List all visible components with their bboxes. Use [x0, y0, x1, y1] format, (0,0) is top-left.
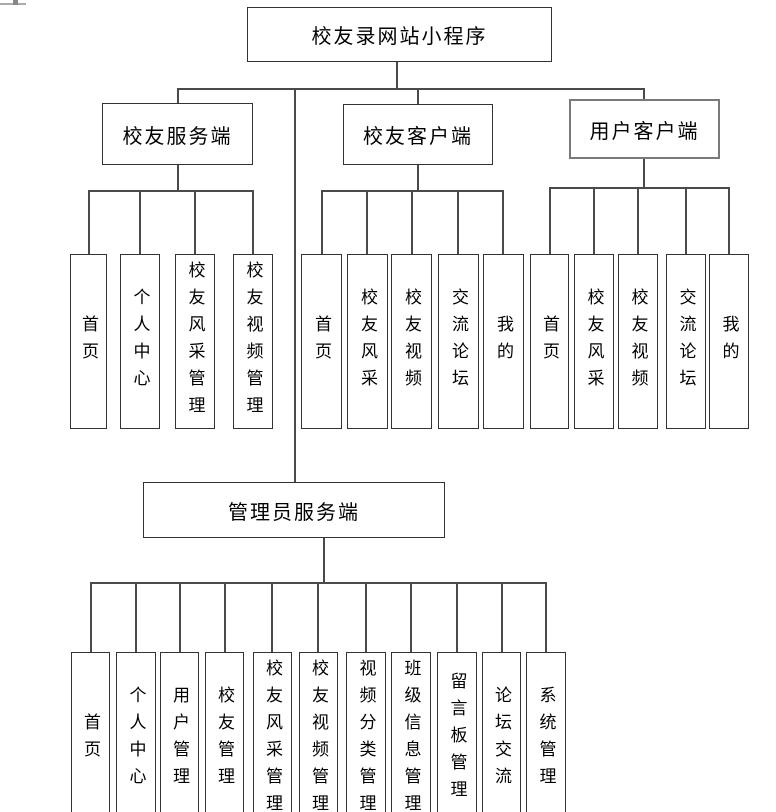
- leaf-label: 班级信息管理: [401, 658, 421, 812]
- leaf-label: 校友风采: [584, 287, 604, 396]
- leaf-label: 首页: [540, 314, 559, 369]
- connector-line: [417, 88, 419, 105]
- leaf-label: 校友视频管理: [309, 658, 328, 812]
- connector-line: [323, 538, 325, 582]
- node-admin-server-label: 管理员服务端: [228, 501, 360, 524]
- leaf-c-alumni-style: 校友风采: [574, 254, 614, 429]
- connector-line: [135, 582, 137, 652]
- connector-line: [411, 190, 413, 254]
- connector-line: [317, 582, 319, 652]
- connector-line: [366, 190, 368, 254]
- leaf-label: 交流论坛: [676, 287, 696, 396]
- leaf-label: 交流论坛: [449, 287, 468, 396]
- connector-line: [177, 88, 179, 104]
- leaf-label: 我的: [494, 314, 513, 369]
- connector-line: [643, 88, 645, 100]
- connector-line: [177, 165, 179, 190]
- leaf-label: 首页: [312, 314, 331, 369]
- connector-line: [88, 190, 254, 192]
- connector-line: [179, 582, 181, 652]
- node-user-client-label: 用户客户端: [589, 120, 700, 143]
- leaf-c-alumni-video: 校友视频: [618, 254, 658, 429]
- edge-artifact-square: [13, 0, 18, 5]
- leaf-c-home: 首页: [530, 254, 569, 429]
- connector-line: [549, 187, 730, 189]
- connector-line: [294, 88, 296, 483]
- leaf-b-alumni-video: 校友视频: [391, 254, 432, 429]
- leaf-admin-alumni-video-mgmt: 校友视频管理: [299, 652, 338, 812]
- connector-line: [410, 582, 412, 652]
- connector-line: [177, 88, 644, 90]
- connector-line: [194, 190, 196, 254]
- connector-line: [502, 190, 504, 254]
- node-alumni-client-label: 校友客户端: [363, 126, 473, 148]
- connector-line: [224, 582, 226, 652]
- leaf-b-forum: 交流论坛: [438, 254, 479, 429]
- leaf-label: 校友风采管理: [263, 658, 282, 812]
- node-alumni-client: 校友客户端: [343, 104, 493, 165]
- leaf-admin-personal-center: 个人中心: [116, 652, 156, 812]
- leaf-label: 校友视频: [402, 287, 421, 396]
- node-alumni-server: 校友服务端: [102, 103, 253, 165]
- leaf-a-alumni-style-mgmt: 校友风采管理: [175, 254, 215, 429]
- connector-line: [728, 187, 730, 254]
- leaf-b-alumni-style: 校友风采: [347, 254, 388, 429]
- leaf-label: 留言板管理: [447, 672, 467, 807]
- leaf-c-mine: 我的: [709, 254, 749, 429]
- leaf-a-alumni-video-mgmt: 校友视频管理: [233, 254, 273, 429]
- connector-line: [417, 165, 419, 190]
- leaf-label: 论坛交流: [492, 685, 511, 794]
- leaf-label: 校友视频: [628, 287, 648, 396]
- leaf-label: 视频分类管理: [356, 658, 376, 812]
- leaf-admin-home: 首页: [71, 652, 110, 812]
- connector-line: [549, 187, 551, 254]
- node-user-client: 用户客户端: [569, 99, 720, 159]
- leaf-label: 系统管理: [536, 685, 556, 794]
- leaf-b-home: 首页: [301, 254, 342, 429]
- connector-line: [637, 187, 639, 254]
- leaf-admin-video-category-mgmt: 视频分类管理: [346, 652, 386, 812]
- leaf-label: 首页: [81, 712, 100, 767]
- leaf-c-forum: 交流论坛: [666, 254, 706, 429]
- connector-line: [271, 582, 273, 652]
- node-alumni-server-label: 校友服务端: [122, 125, 233, 148]
- connector-line: [90, 582, 92, 652]
- leaf-label: 个人中心: [126, 685, 146, 794]
- connector-line: [593, 187, 595, 254]
- leaf-label: 我的: [719, 314, 739, 369]
- connector-line: [88, 190, 90, 254]
- connector-line: [457, 190, 459, 254]
- connector-line: [545, 582, 547, 652]
- leaf-admin-message-board-mgmt: 留言板管理: [437, 652, 477, 812]
- leaf-label: 个人中心: [130, 287, 150, 396]
- connector-line: [139, 190, 141, 254]
- leaf-a-home: 首页: [70, 254, 107, 429]
- leaf-admin-alumni-mgmt: 校友管理: [205, 652, 244, 812]
- leaf-a-personal-center: 个人中心: [120, 254, 160, 429]
- connector-line: [685, 187, 687, 254]
- connector-line: [365, 582, 367, 652]
- leaf-admin-class-info-mgmt: 班级信息管理: [391, 652, 431, 812]
- leaf-admin-forum-exchange: 论坛交流: [482, 652, 521, 812]
- node-root: 校友录网站小程序: [247, 7, 552, 62]
- node-admin-server: 管理员服务端: [143, 482, 445, 538]
- leaf-admin-user-mgmt: 用户管理: [160, 652, 199, 812]
- leaf-label: 校友风采管理: [185, 260, 205, 423]
- connector-line: [321, 190, 323, 254]
- leaf-admin-alumni-style-mgmt: 校友风采管理: [253, 652, 292, 812]
- leaf-label: 校友视频管理: [243, 260, 263, 423]
- leaf-label: 首页: [79, 314, 98, 369]
- leaf-b-mine: 我的: [483, 254, 524, 429]
- connector-line: [396, 62, 398, 89]
- node-root-label: 校友录网站小程序: [311, 26, 488, 48]
- connector-line: [501, 582, 503, 652]
- connector-line: [252, 190, 254, 254]
- connector-line: [643, 159, 645, 187]
- leaf-label: 用户管理: [170, 685, 189, 794]
- leaf-admin-system-mgmt: 系统管理: [526, 652, 566, 812]
- leaf-label: 校友管理: [215, 685, 234, 794]
- connector-line: [456, 582, 458, 652]
- leaf-label: 校友风采: [358, 287, 377, 396]
